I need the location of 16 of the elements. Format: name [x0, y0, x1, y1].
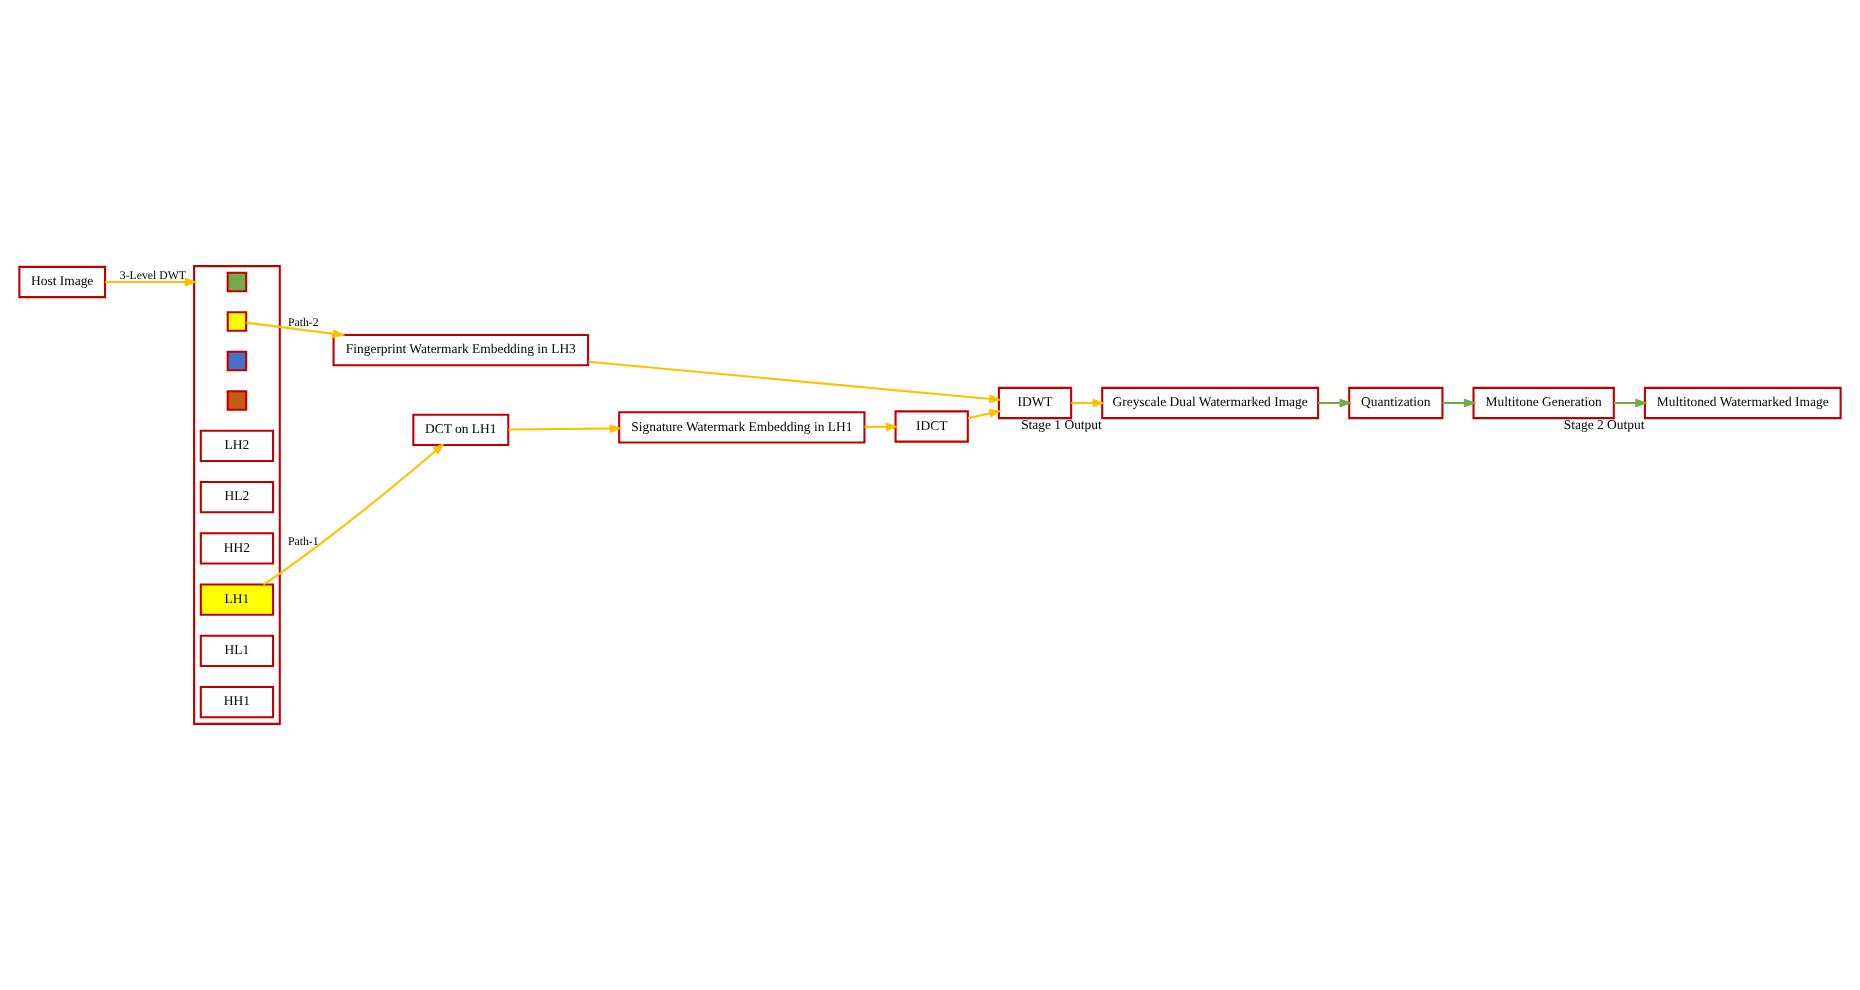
- arrow: [246, 321, 346, 339]
- arrow: [588, 360, 1002, 404]
- arrow: [1071, 398, 1106, 408]
- cluster: [193, 265, 281, 725]
- arrow: [262, 443, 445, 586]
- node-box: [226, 350, 248, 372]
- node-box: [226, 390, 248, 411]
- arrow: [967, 409, 1002, 420]
- arrow: [105, 277, 198, 287]
- node-box: [226, 311, 248, 332]
- arrow: [1442, 398, 1477, 408]
- arrow: [864, 422, 899, 432]
- arrow: [1318, 398, 1353, 408]
- arrow: [508, 424, 623, 433]
- arrow: [1613, 398, 1648, 408]
- node-box: [226, 271, 248, 293]
